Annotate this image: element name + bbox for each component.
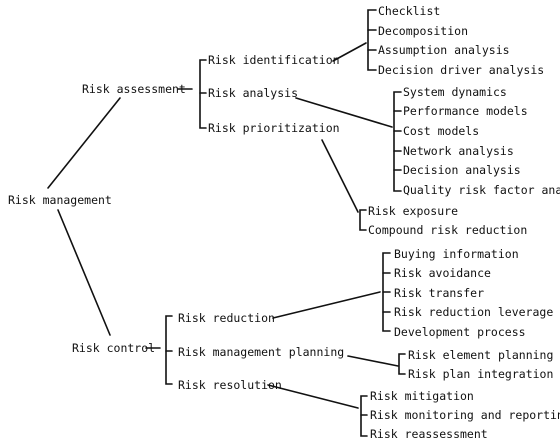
node-risk-analysis: Risk analysis (208, 86, 298, 100)
bracket-resolution (360, 395, 368, 437)
leaf-network-analysis: Network analysis (403, 144, 514, 158)
leaf-decision-driver-analysis: Decision driver analysis (378, 63, 544, 77)
leaf-compound-risk-reduction: Compound risk reduction (368, 223, 527, 237)
leaf-quality-risk-factor-analysis: Quality risk factor analysis (403, 183, 560, 197)
leaf-system-dynamics: System dynamics (403, 85, 507, 99)
connector-identification (332, 42, 367, 62)
connector-planning (347, 355, 399, 367)
bracket-identification (367, 9, 377, 71)
leaf-decision-analysis: Decision analysis (403, 163, 521, 177)
node-root: Risk management (8, 193, 112, 207)
connector-root-control (57, 209, 111, 336)
leaf-risk-avoidance: Risk avoidance (394, 266, 491, 280)
bracket-analysis (393, 91, 402, 192)
leaf-risk-reduction-leverage: Risk reduction leverage (394, 305, 553, 319)
leaf-checklist: Checklist (378, 4, 440, 18)
leaf-development-process: Development process (394, 325, 526, 339)
leaf-decomposition: Decomposition (378, 24, 468, 38)
connector-root-assessment (47, 97, 121, 189)
leaf-cost-models: Cost models (403, 124, 479, 138)
node-risk-reduction: Risk reduction (178, 311, 275, 325)
leaf-buying-information: Buying information (394, 247, 519, 261)
leaf-risk-reassessment: Risk reassessment (370, 427, 488, 438)
leaf-risk-exposure: Risk exposure (368, 204, 458, 218)
node-risk-identification: Risk identification (208, 53, 340, 67)
connector-prioritization (321, 139, 359, 213)
node-risk-resolution: Risk resolution (178, 378, 282, 392)
leaf-risk-mitigation: Risk mitigation (370, 389, 474, 403)
bracket-control (165, 315, 173, 385)
node-risk-prioritization: Risk prioritization (208, 121, 340, 135)
node-control: Risk control (72, 341, 155, 355)
leaf-risk-element-planning: Risk element planning (408, 348, 553, 362)
node-risk-management-planning: Risk management planning (178, 345, 344, 359)
connector-resolution (267, 384, 359, 409)
bracket-planning (398, 353, 406, 375)
leaf-performance-models: Performance models (403, 104, 528, 118)
bracket-assessment (199, 59, 207, 129)
leaf-risk-plan-integration: Risk plan integration (408, 367, 553, 381)
leaf-risk-monitoring-and-reporting: Risk monitoring and reporting (370, 408, 560, 422)
bracket-prioritization (359, 209, 367, 231)
leaf-assumption-analysis: Assumption analysis (378, 43, 510, 57)
connector-reduction (272, 291, 381, 319)
leaf-risk-transfer: Risk transfer (394, 286, 484, 300)
connector-analysis (295, 97, 393, 128)
node-assessment: Risk assessment (82, 82, 186, 96)
